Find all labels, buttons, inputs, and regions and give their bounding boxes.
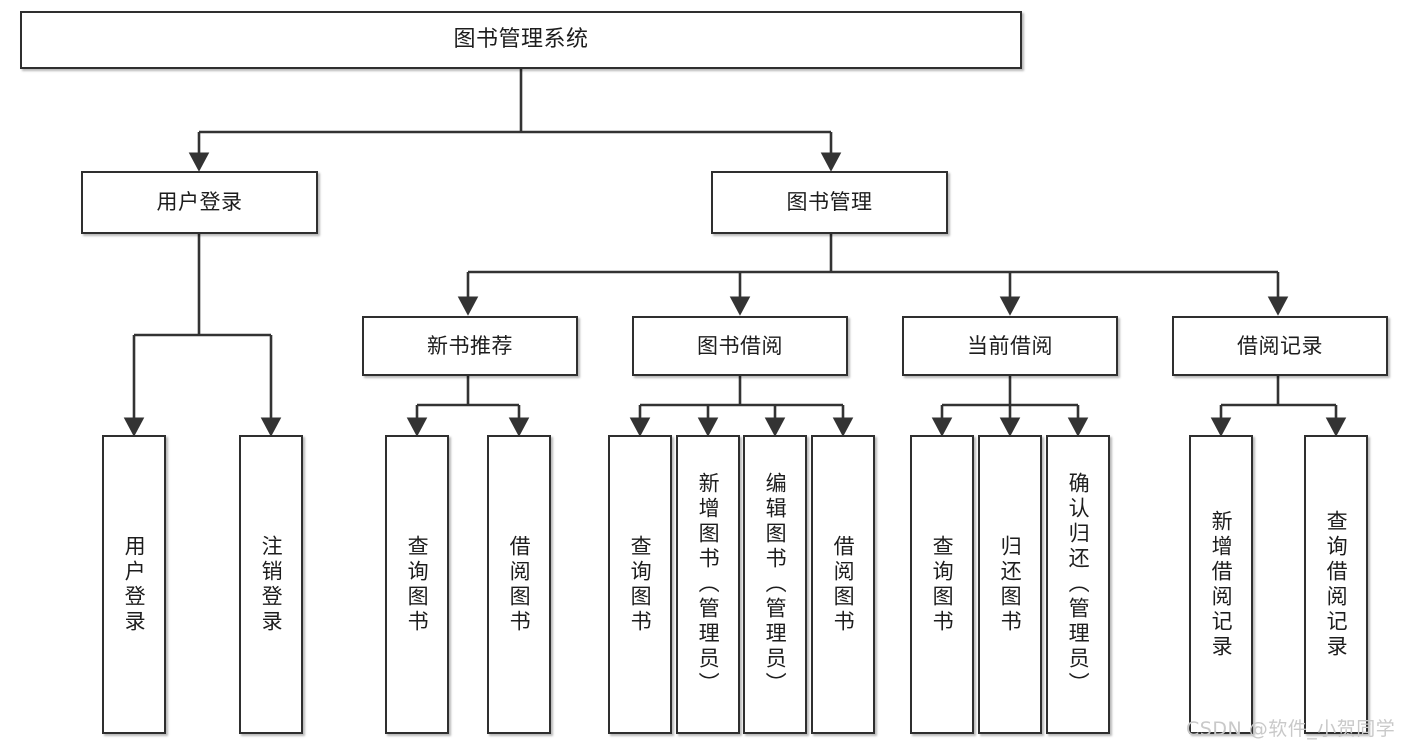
node-leaf-borrow-book-1-label: 借阅图书 (507, 534, 532, 635)
node-leaf-add-book-label: 新增图书（管理员） (696, 472, 721, 697)
csdn-watermark: CSDN @软件_小贺同学 (1186, 718, 1396, 740)
node-root[interactable]: 图书管理系统 (20, 11, 1022, 69)
node-leaf-borrow-book-1[interactable]: 借阅图书 (487, 435, 551, 734)
node-leaf-query-record[interactable]: 查询借阅记录 (1304, 435, 1368, 734)
node-leaf-query-book-1[interactable]: 查询图书 (385, 435, 449, 734)
node-leaf-query-book-2[interactable]: 查询图书 (608, 435, 672, 734)
node-leaf-user-logout[interactable]: 注销登录 (239, 435, 303, 734)
node-leaf-user-logout-label: 注销登录 (259, 534, 284, 635)
node-book-manage[interactable]: 图书管理 (711, 171, 948, 234)
node-leaf-user-login[interactable]: 用户登录 (102, 435, 166, 734)
node-leaf-user-login-label: 用户登录 (122, 534, 147, 635)
node-leaf-edit-book-label: 编辑图书（管理员） (763, 472, 788, 697)
node-new-book-rec[interactable]: 新书推荐 (362, 316, 578, 376)
node-user-login[interactable]: 用户登录 (81, 171, 318, 234)
node-leaf-query-book-1-label: 查询图书 (405, 534, 430, 635)
node-leaf-edit-book[interactable]: 编辑图书（管理员） (743, 435, 807, 734)
node-leaf-query-book-3-label: 查询图书 (930, 534, 955, 635)
node-current-borrow[interactable]: 当前借阅 (902, 316, 1118, 376)
node-leaf-query-record-label: 查询借阅记录 (1324, 509, 1349, 660)
node-borrow-record-label: 借阅记录 (1237, 333, 1323, 358)
node-root-label: 图书管理系统 (453, 27, 589, 53)
node-leaf-add-record[interactable]: 新增借阅记录 (1189, 435, 1253, 734)
node-leaf-confirm-return-label: 确认归还（管理员） (1066, 472, 1091, 697)
node-book-borrow-label: 图书借阅 (697, 333, 783, 358)
node-leaf-add-book[interactable]: 新增图书（管理员） (676, 435, 740, 734)
node-leaf-query-book-3[interactable]: 查询图书 (910, 435, 974, 734)
node-book-borrow[interactable]: 图书借阅 (632, 316, 848, 376)
node-leaf-return-book[interactable]: 归还图书 (978, 435, 1042, 734)
node-leaf-return-book-label: 归还图书 (998, 534, 1023, 635)
node-current-borrow-label: 当前借阅 (967, 333, 1053, 358)
node-leaf-borrow-book-2[interactable]: 借阅图书 (811, 435, 875, 734)
node-user-login-label: 用户登录 (156, 190, 243, 215)
node-new-book-rec-label: 新书推荐 (427, 333, 513, 358)
node-leaf-confirm-return[interactable]: 确认归还（管理员） (1046, 435, 1110, 734)
node-leaf-borrow-book-2-label: 借阅图书 (831, 534, 856, 635)
node-leaf-add-record-label: 新增借阅记录 (1209, 509, 1234, 660)
node-leaf-query-book-2-label: 查询图书 (628, 534, 653, 635)
node-book-manage-label: 图书管理 (786, 190, 873, 215)
node-borrow-record[interactable]: 借阅记录 (1172, 316, 1388, 376)
